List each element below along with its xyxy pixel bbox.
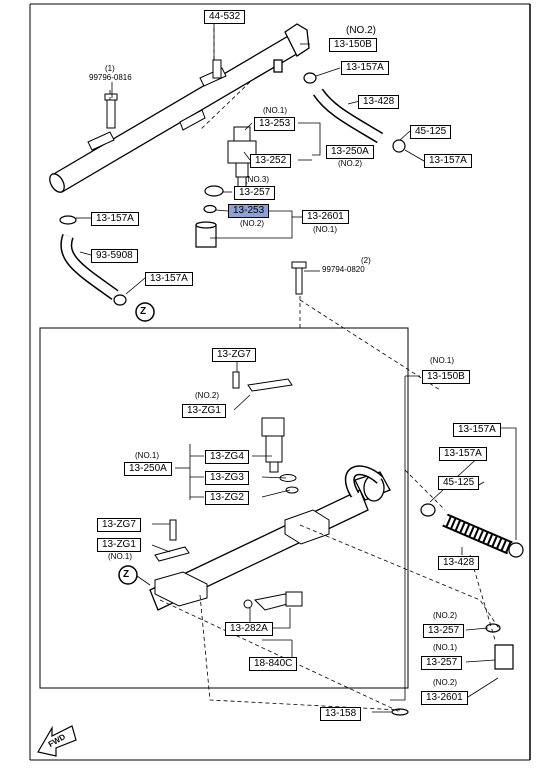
part-label-highlighted[interactable]: 13-253 bbox=[228, 204, 270, 218]
part-label[interactable]: 13-ZG7 bbox=[212, 348, 256, 362]
part-label[interactable]: 13-ZG4 bbox=[205, 450, 249, 464]
leader-lines-lower bbox=[136, 362, 517, 713]
clamps-upper bbox=[59, 72, 406, 306]
part-label[interactable]: 13-ZG2 bbox=[205, 491, 249, 505]
part-note: 99794-0820 bbox=[322, 265, 365, 274]
part-label[interactable]: 13-2601 bbox=[421, 691, 468, 705]
rail-return-pipe bbox=[344, 465, 384, 498]
part-note: (NO.2) bbox=[346, 25, 376, 36]
part-label[interactable]: 13-158 bbox=[320, 707, 362, 721]
part-label[interactable]: 13-157A bbox=[453, 423, 501, 437]
part-label[interactable]: 13-257 bbox=[234, 186, 276, 200]
part-label[interactable]: 13-157A bbox=[424, 154, 472, 168]
part-label[interactable]: 13-ZG1 bbox=[182, 404, 226, 418]
fwd-arrow bbox=[37, 725, 77, 757]
hoses-lower bbox=[442, 513, 513, 555]
part-label[interactable]: 13-150B bbox=[329, 38, 377, 52]
part-label[interactable]: 45-125 bbox=[438, 476, 480, 490]
part-note: (NO.2) bbox=[338, 159, 362, 168]
part-note: (NO.2) bbox=[240, 219, 264, 228]
part-note: (NO.1) bbox=[433, 643, 457, 652]
guide-lines-upper bbox=[109, 28, 441, 391]
part-label[interactable]: 13-428 bbox=[358, 95, 400, 109]
part-label[interactable]: 13-253 bbox=[254, 117, 296, 131]
seals-upper bbox=[195, 185, 224, 248]
part-label[interactable]: 13-257 bbox=[421, 656, 463, 670]
bolts-upper bbox=[104, 59, 307, 295]
rail-brackets-lower bbox=[154, 378, 330, 607]
part-label[interactable]: 13-157A bbox=[341, 61, 389, 75]
part-note: 99796-0816 bbox=[89, 73, 132, 82]
z-mark: Z bbox=[140, 306, 147, 317]
part-note: (2) bbox=[361, 256, 371, 265]
z-mark: Z bbox=[123, 569, 130, 580]
part-note: (NO.1) bbox=[430, 356, 454, 365]
part-label[interactable]: 13-150B bbox=[422, 370, 470, 384]
part-label[interactable]: 18-840C bbox=[249, 657, 298, 671]
part-note: (1) bbox=[105, 64, 115, 73]
bolts-lower bbox=[169, 371, 240, 541]
part-label[interactable]: 13-257 bbox=[423, 624, 465, 638]
part-label[interactable]: 13-ZG3 bbox=[205, 471, 249, 485]
part-label[interactable]: 13-ZG1 bbox=[97, 538, 141, 552]
z-circle-lower bbox=[118, 565, 138, 585]
part-note: (NO.1) bbox=[108, 552, 132, 561]
hoses-upper bbox=[60, 88, 384, 300]
part-note: (NO.2) bbox=[195, 391, 219, 400]
regulator-lower bbox=[243, 591, 303, 611]
injector-upper bbox=[227, 126, 257, 188]
part-label[interactable]: 13-250A bbox=[124, 462, 172, 476]
part-label[interactable]: 13-428 bbox=[438, 556, 480, 570]
injector-lower bbox=[261, 417, 299, 494]
part-note: (NO.3) bbox=[245, 175, 269, 184]
part-label[interactable]: 13-252 bbox=[250, 154, 292, 168]
part-label[interactable]: 13-2601 bbox=[302, 210, 349, 224]
z-circle-upper bbox=[135, 302, 155, 322]
part-label[interactable]: 13-282A bbox=[225, 622, 273, 636]
part-label[interactable]: 93-5908 bbox=[91, 249, 138, 263]
part-label[interactable]: 13-157A bbox=[91, 212, 139, 226]
part-note: (NO.1) bbox=[135, 451, 159, 460]
part-label[interactable]: 44-532 bbox=[204, 10, 246, 24]
part-note: (NO.2) bbox=[433, 611, 457, 620]
part-note: (NO.2) bbox=[433, 678, 457, 687]
leader-lines-upper bbox=[76, 24, 425, 295]
part-note: (NO.1) bbox=[313, 225, 337, 234]
part-note: (NO.1) bbox=[263, 106, 287, 115]
part-label[interactable]: 45-125 bbox=[410, 125, 452, 139]
part-label[interactable]: 13-ZG7 bbox=[97, 518, 141, 532]
part-label[interactable]: 13-157A bbox=[145, 272, 193, 286]
lower-assembly-box bbox=[39, 327, 409, 689]
part-label[interactable]: 13-157A bbox=[439, 447, 487, 461]
part-label[interactable]: 13-250A bbox=[326, 145, 374, 159]
clamps-lower bbox=[391, 503, 524, 716]
